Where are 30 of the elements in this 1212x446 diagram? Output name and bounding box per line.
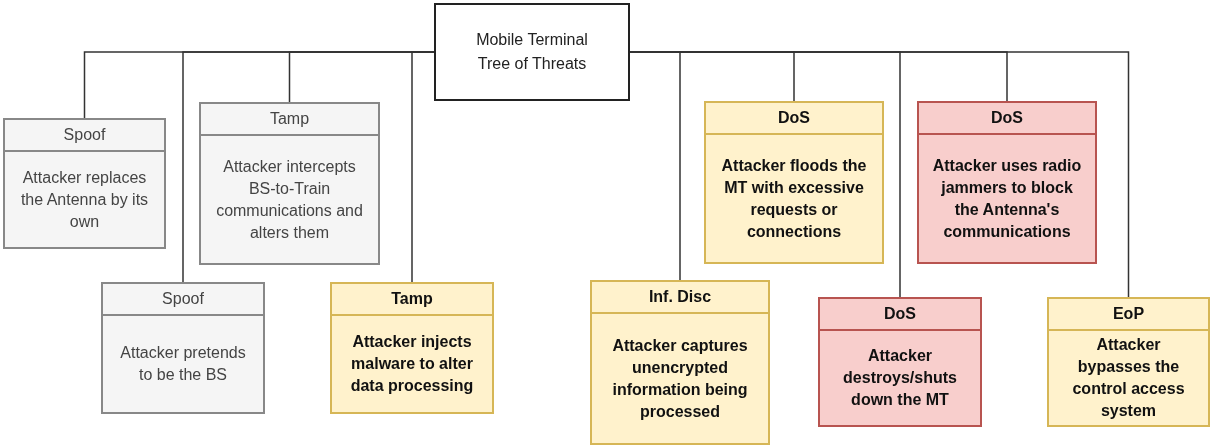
threat-description: Attacker captures unencrypted information being processed	[611, 335, 749, 422]
root-box	[434, 3, 630, 101]
threat-description: Attacker destroys/shuts down the MT	[842, 346, 958, 410]
threat-card	[818, 297, 982, 427]
threat-card	[330, 282, 494, 414]
threat-card	[199, 102, 380, 265]
threat-description: Attacker pretends to be the BS	[119, 343, 247, 385]
threat-card	[590, 280, 770, 445]
threat-card	[704, 101, 884, 264]
threat-category: DoS	[778, 108, 810, 128]
threat-card	[3, 118, 166, 249]
threat-description: Attacker floods the MT with excessive requests or connections	[720, 155, 868, 242]
threat-card	[1047, 297, 1210, 427]
threat-category: Spoof	[162, 289, 204, 309]
threat-category: Tamp	[269, 109, 310, 129]
threat-description: Attacker uses radio jammers to block the Antenna's communications	[931, 155, 1083, 242]
threat-category: Spoof	[63, 125, 106, 145]
threat-description: Attacker intercepts BS-to-Train communications and alters them	[215, 156, 364, 243]
threat-category: Inf. Disc	[648, 287, 712, 307]
threat-category: DoS	[884, 304, 916, 324]
threat-description: Attacker injects malware to alter data processing	[349, 332, 475, 396]
threat-card	[917, 101, 1097, 264]
root-title: Mobile Terminal Tree of Threats	[475, 30, 589, 74]
threat-description: Attacker bypasses the control access system	[1071, 335, 1186, 421]
threat-category: DoS	[991, 108, 1023, 128]
connector-line	[411, 51, 435, 283]
threat-category: EoP	[1112, 304, 1145, 324]
threat-description: Attacker replaces the Antenna by its own	[19, 167, 150, 232]
threat-card	[101, 282, 265, 414]
threat-category: Tamp	[391, 289, 433, 309]
